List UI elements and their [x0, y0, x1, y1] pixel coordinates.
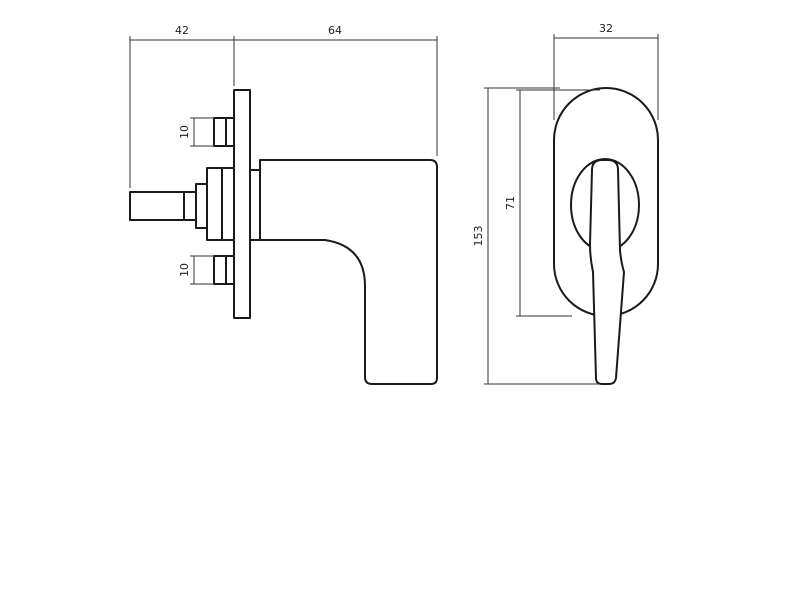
dim-64-label: 64	[328, 24, 342, 37]
lever-handle-side	[259, 159, 438, 385]
handle-neck	[249, 169, 261, 241]
front-view	[553, 87, 659, 385]
spindle	[129, 191, 199, 221]
dimensions: 42 64 32 71 153 10 10	[129, 22, 659, 385]
rose-plate-side	[233, 89, 251, 319]
lever-handle-front	[589, 159, 625, 385]
dim-71-label: 71	[504, 196, 517, 210]
dim-10-lower-label: 10	[178, 263, 191, 277]
dim-32-label: 32	[599, 22, 613, 35]
dim-42-label: 42	[175, 24, 189, 37]
dim-153-label: 153	[472, 226, 485, 247]
dim-10-upper-label: 10	[178, 125, 191, 139]
side-view	[129, 89, 438, 385]
